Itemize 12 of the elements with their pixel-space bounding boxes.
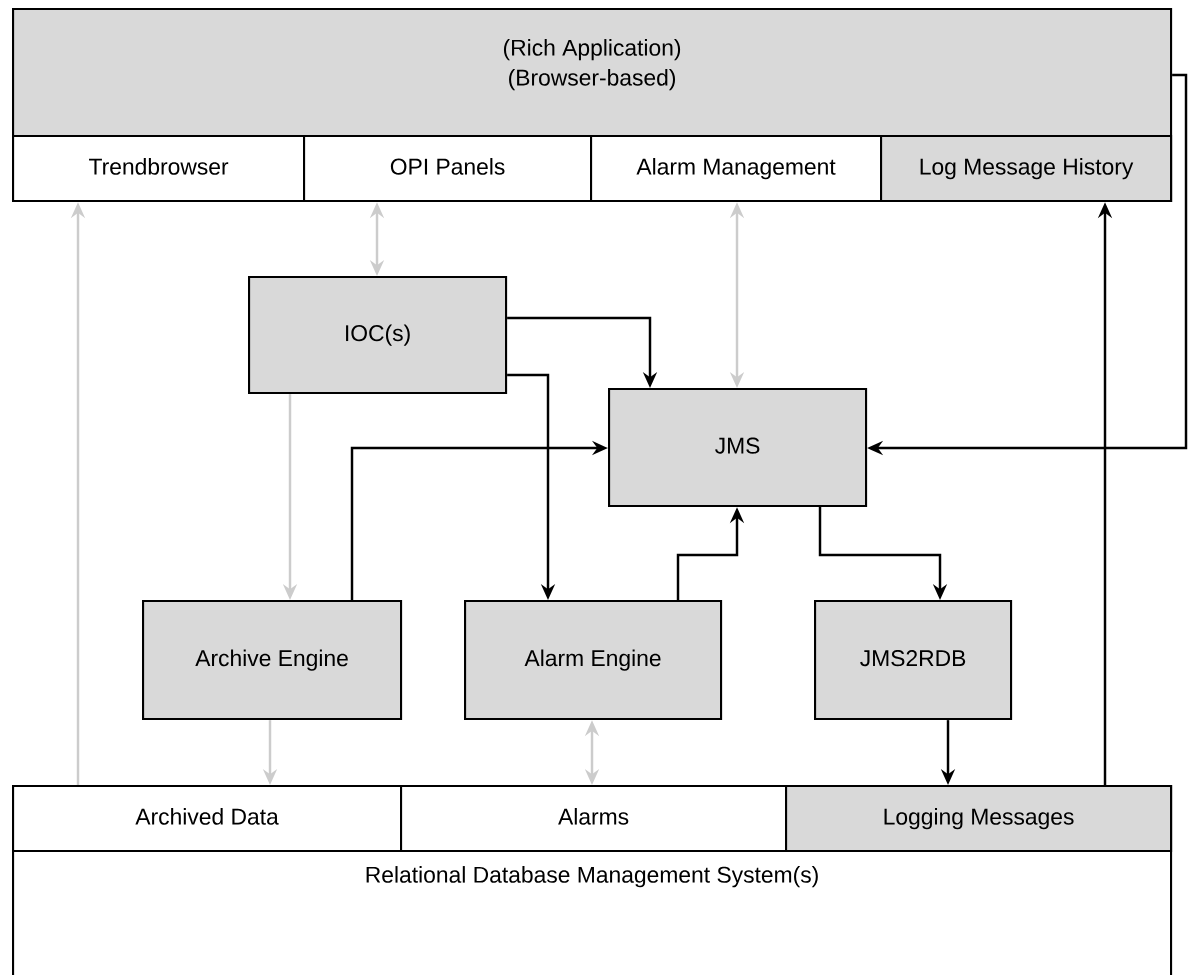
process-box: Logging Messages xyxy=(785,785,1173,853)
process-box: OPI Panels xyxy=(303,135,593,203)
process-box: Alarm Management xyxy=(590,135,883,203)
process-box: JMS xyxy=(608,388,868,508)
process-box: Archived Data xyxy=(12,785,403,853)
process-box: Alarms xyxy=(400,785,788,853)
process-box: Alarm Engine xyxy=(464,600,723,721)
process-box: Trendbrowser xyxy=(12,135,306,203)
process-box: Log Message History xyxy=(880,135,1173,203)
process-box: JMS2RDB xyxy=(814,600,1013,721)
process-box: IOC(s) xyxy=(248,276,508,395)
process-box: Archive Engine xyxy=(142,600,403,721)
